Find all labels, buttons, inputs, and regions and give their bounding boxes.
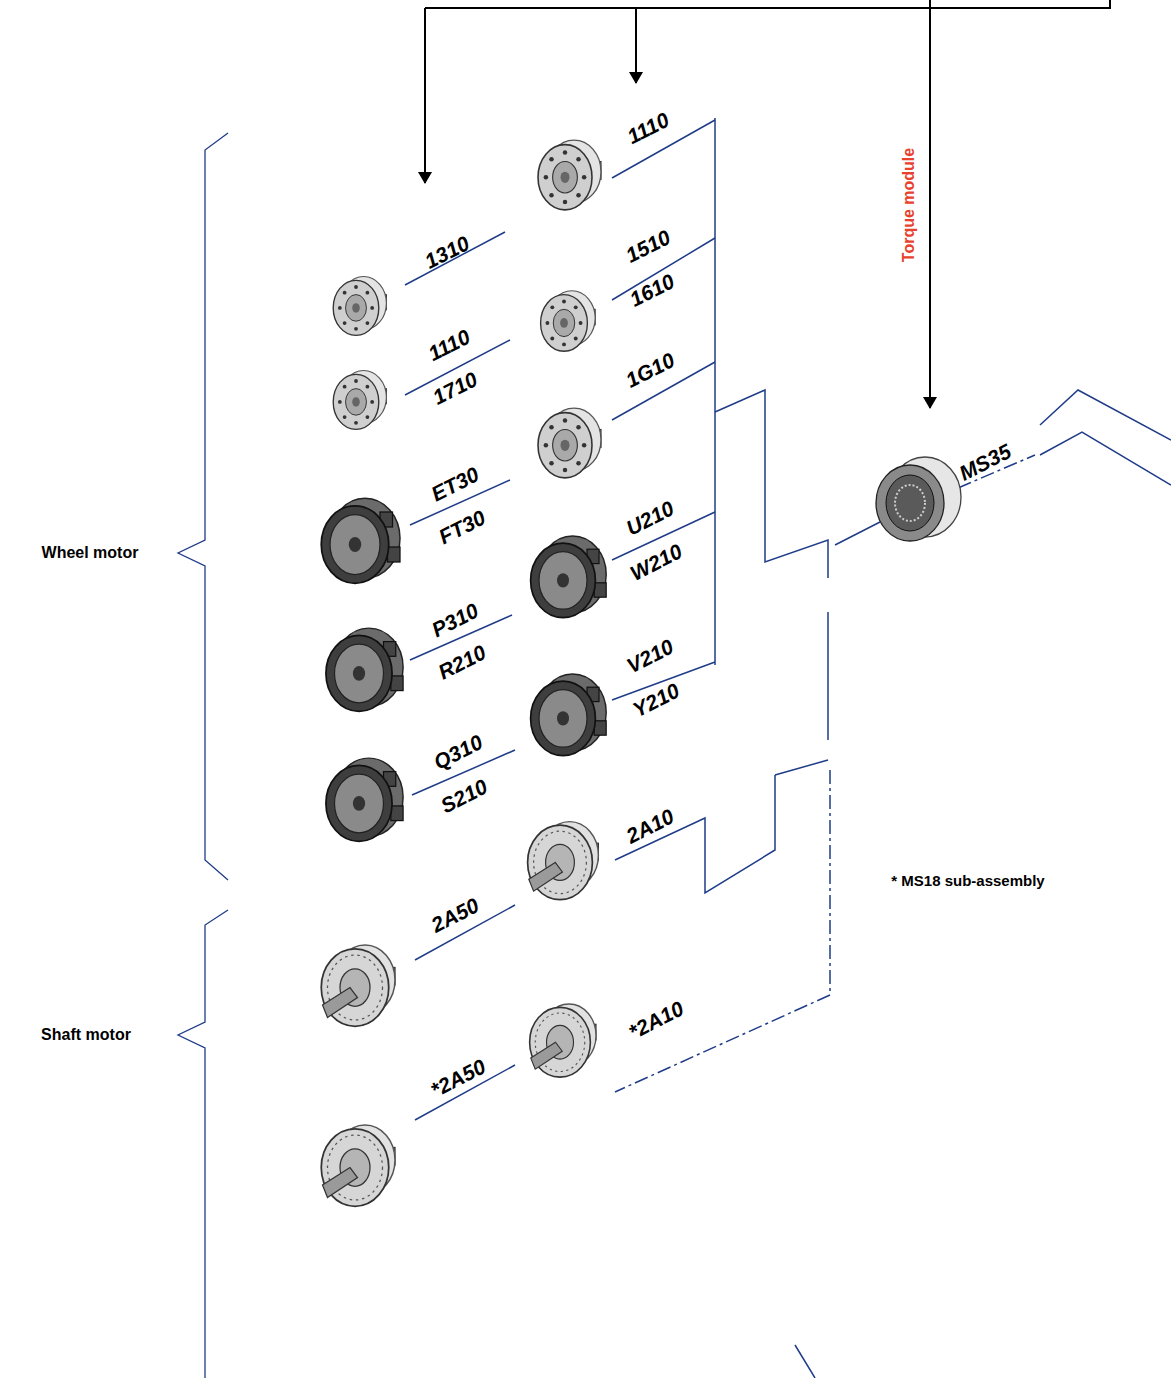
group-title: Shaft motor [41, 1027, 131, 1043]
part-code: 2A50 [428, 894, 482, 936]
part-code: Y210 [629, 680, 682, 721]
part-code: FT30 [435, 507, 488, 548]
part-code: MS35 [956, 440, 1014, 484]
part-code: V210 [623, 636, 676, 677]
part-code: 1510 [622, 226, 673, 266]
leader-lines [405, 118, 1171, 1378]
torque-module-illustration [876, 457, 961, 541]
part-code: *2A50 [427, 1055, 489, 1100]
part-code: 1610 [626, 270, 677, 310]
part-code: 1710 [429, 368, 480, 408]
group-title: Torque module [901, 148, 917, 262]
part-code: R210 [435, 641, 489, 683]
part-code: W210 [627, 540, 685, 584]
part-code: P310 [428, 600, 481, 641]
part-code: *2A10 [625, 997, 687, 1042]
feed-lines [425, 0, 1110, 408]
part-code: U210 [623, 497, 677, 539]
part-code: ET30 [428, 463, 482, 505]
part-code: 1G10 [622, 349, 677, 391]
group-title: Wheel motor [42, 545, 139, 561]
part-code: 1310 [421, 232, 472, 272]
part-code: S210 [437, 776, 490, 817]
note-text: * MS18 sub-assembly [891, 873, 1044, 888]
sub-assembly-lines [615, 455, 1035, 1092]
part-code: 2A10 [623, 805, 677, 847]
motor-illustration [321, 140, 606, 1206]
group-brace [178, 133, 228, 1378]
part-code: 1110 [624, 109, 672, 148]
part-code: 1110 [425, 326, 473, 365]
